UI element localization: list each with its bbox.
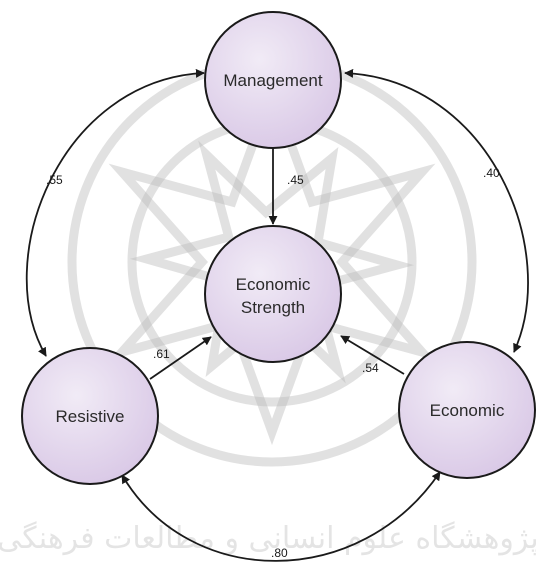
coef-resistive-economic: .80 xyxy=(271,546,288,560)
covariance-management-resistive xyxy=(25,68,205,357)
node-management-circle xyxy=(204,11,342,149)
node-economic-strength-label-line2: Strength xyxy=(241,298,305,317)
watermark-text: پژوهشگاه علوم انسانی و مطالعات فرهنگی xyxy=(0,521,536,556)
node-resistive-circle xyxy=(21,347,159,485)
covariance-management-economic xyxy=(344,68,529,353)
node-economic-label: Economic xyxy=(430,401,505,420)
node-economic-strength: Economic Strength xyxy=(204,225,342,363)
coef-management-strength: .45 xyxy=(287,173,304,187)
coef-management-economic: .40 xyxy=(483,166,500,180)
node-resistive: Resistive xyxy=(21,347,159,485)
node-economic-circle xyxy=(398,341,536,479)
node-resistive-label: Resistive xyxy=(56,407,125,426)
path-resistive-to-strength xyxy=(149,336,212,380)
coef-economic-strength: .54 xyxy=(362,361,379,375)
node-economic: Economic xyxy=(398,341,536,479)
node-economic-strength-circle xyxy=(204,225,342,363)
coef-resistive-strength: .61 xyxy=(153,347,170,361)
node-economic-strength-label-line1: Economic xyxy=(236,275,311,294)
covariance-resistive-economic xyxy=(121,471,441,562)
node-management: Management xyxy=(204,11,342,149)
coef-management-resistive: .55 xyxy=(46,173,63,187)
path-economic-to-strength xyxy=(340,335,405,375)
node-management-label: Management xyxy=(223,71,323,90)
